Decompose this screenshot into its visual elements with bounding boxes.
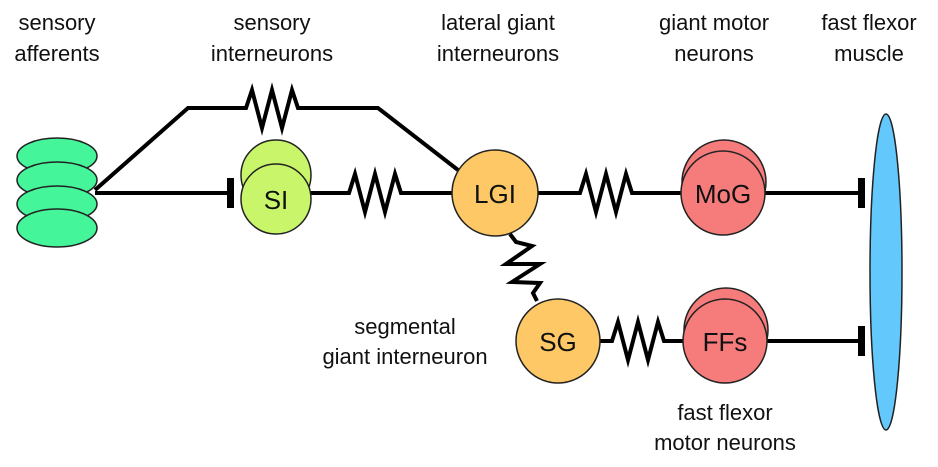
sensory-afferents-node[interactable] xyxy=(16,137,98,248)
label-line: muscle xyxy=(834,41,904,66)
wire-sg-to-ffs xyxy=(600,314,683,368)
mog-cell-front xyxy=(680,150,766,236)
label-fast-flexor-muscle: fast flexor muscle xyxy=(821,10,916,66)
label-lateral-giant-interneurons: lateral giant interneurons xyxy=(437,10,559,66)
label-line: sensory xyxy=(18,10,95,35)
fast-flexor-muscle[interactable] xyxy=(869,113,903,431)
label-line: giant interneuron xyxy=(322,344,487,369)
wire-lgi-to-sg xyxy=(499,232,547,302)
label-sensory-afferents: sensory afferents xyxy=(14,10,99,66)
ffs-label: FFs xyxy=(703,327,748,357)
label-line: segmental xyxy=(354,314,456,339)
sg-node[interactable]: SG xyxy=(515,298,601,384)
label-line: motor neurons xyxy=(654,430,796,455)
label-line: giant motor xyxy=(659,10,769,35)
label-line: interneurons xyxy=(211,41,333,66)
wire-afferent-to-lgi-top xyxy=(93,82,460,192)
label-segmental-giant-interneuron: segmental giant interneuron xyxy=(322,314,487,369)
afferent-cell xyxy=(16,208,98,248)
label-giant-motor-neurons: giant motor neurons xyxy=(659,10,769,66)
wire-lgi-to-mog xyxy=(538,166,681,220)
si-label: SI xyxy=(264,185,289,215)
mog-node[interactable]: MoG xyxy=(680,139,767,236)
label-line: interneurons xyxy=(437,41,559,66)
label-line: fast flexor xyxy=(677,400,772,425)
sg-cell xyxy=(515,298,601,384)
label-line: lateral giant xyxy=(441,10,555,35)
wire-si-to-lgi xyxy=(311,166,452,220)
label-line: fast flexor xyxy=(821,10,916,35)
mog-label: MoG xyxy=(695,179,751,209)
label-line: sensory xyxy=(233,10,310,35)
label-sensory-interneurons: sensory interneurons xyxy=(211,10,333,66)
label-line: neurons xyxy=(674,41,754,66)
synapse-bar-mog xyxy=(858,178,865,208)
inhibitory-synapse-bar-si xyxy=(227,178,234,208)
sg-label: SG xyxy=(539,327,577,357)
label-line: afferents xyxy=(14,41,99,66)
lgi-label: LGI xyxy=(474,179,516,209)
si-cell-front xyxy=(240,163,312,235)
label-fast-flexor-motor-neurons: fast flexor motor neurons xyxy=(654,400,796,455)
ffs-cell-front xyxy=(682,298,768,384)
lgi-cell xyxy=(451,149,539,237)
lgi-node[interactable]: LGI xyxy=(451,149,539,237)
si-node[interactable]: SI xyxy=(240,139,312,235)
synapse-bar-ffs xyxy=(858,326,865,356)
ffs-node[interactable]: FFs xyxy=(682,287,769,384)
